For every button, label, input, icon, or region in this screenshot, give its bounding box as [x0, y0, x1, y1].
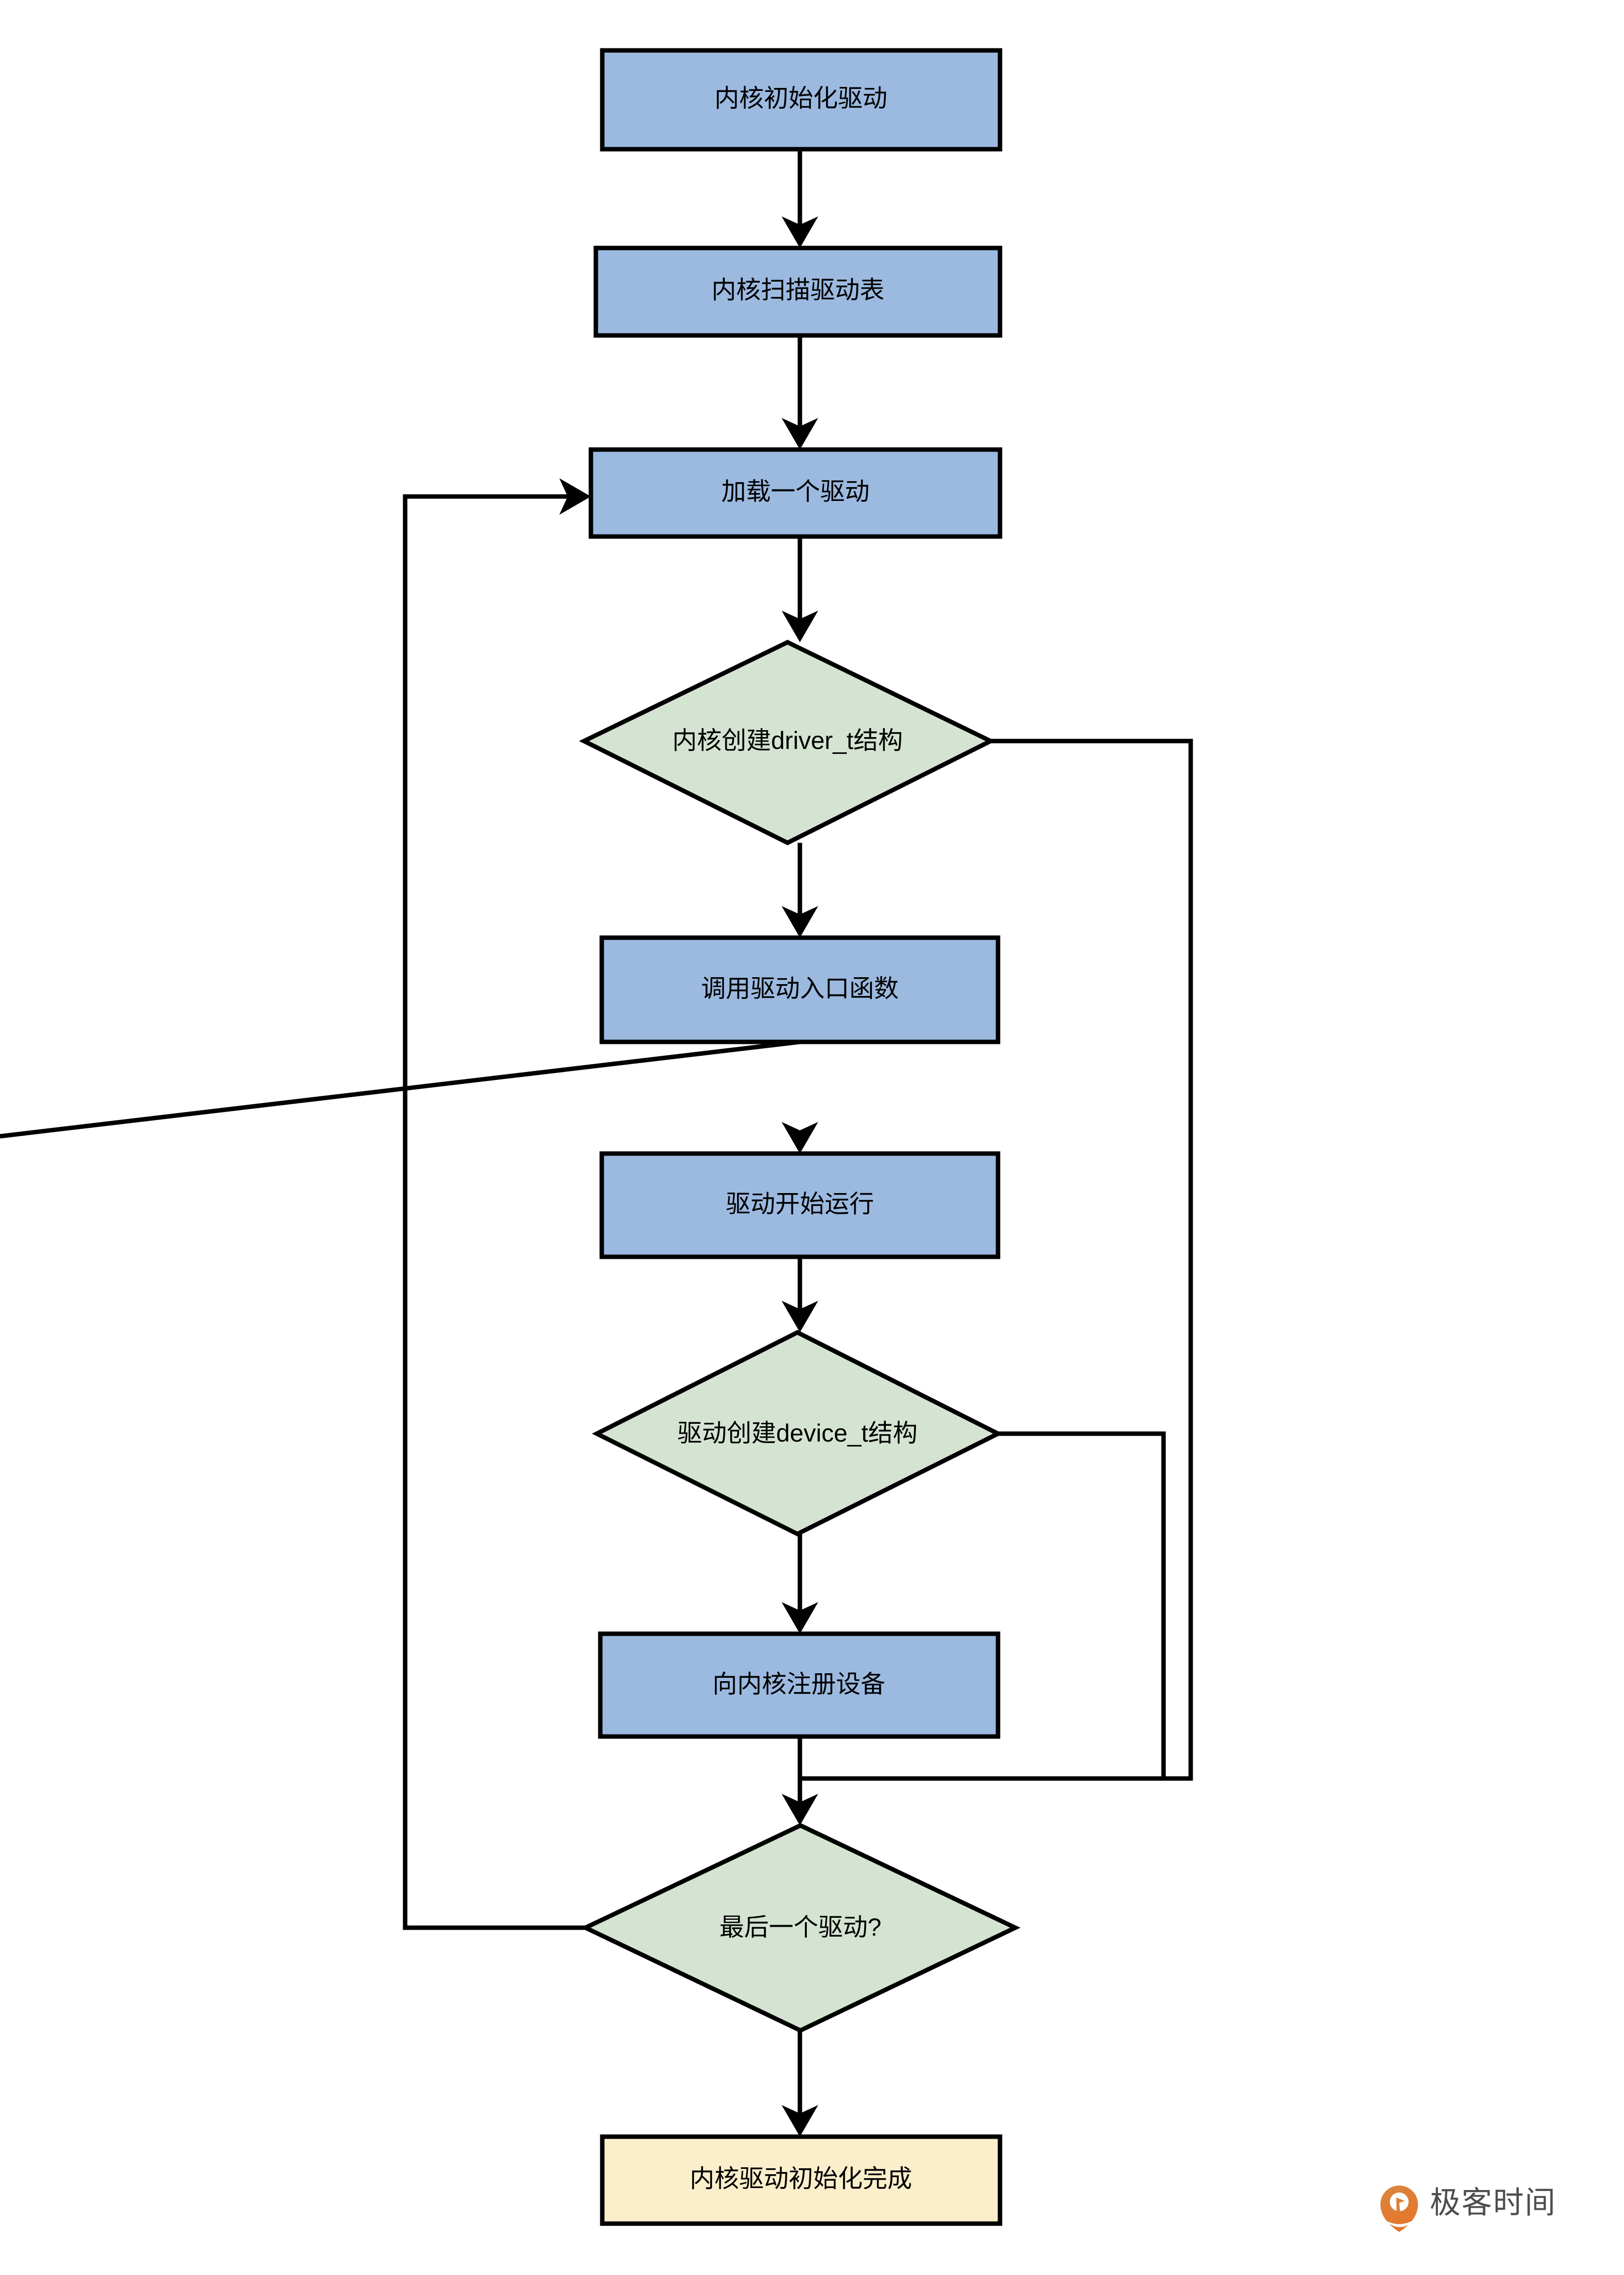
- edge-n1-n2: [782, 149, 818, 248]
- edge-n8-n9: [782, 1737, 818, 1825]
- node-n6-label: 驱动开始运行: [726, 1190, 874, 1218]
- node-n6-driver-start-running[interactable]: 驱动开始运行: [599, 1151, 1000, 1259]
- edge-n3-n4: [782, 537, 818, 642]
- edge-n4-bypass-right: [800, 739, 1193, 1781]
- node-n7-label: 驱动创建device_t结构: [677, 1419, 917, 1447]
- edge-n7-n8: [782, 1534, 818, 1634]
- node-n10-kernel-driver-init-complete[interactable]: 内核驱动初始化完成: [600, 2134, 1002, 2226]
- node-n3-load-one-driver[interactable]: 加载一个驱动: [588, 447, 1002, 539]
- node-n9-label: 最后一个驱动?: [719, 1913, 881, 1941]
- edge-n2-n3: [782, 335, 818, 450]
- node-n9-last-driver-question[interactable]: 最后一个驱动?: [580, 1823, 1021, 2033]
- edge-n9-loopback-n3: [403, 478, 591, 1930]
- node-n8-label: 向内核注册设备: [712, 1670, 885, 1698]
- geektime-drop-logo-icon: [1380, 2186, 1418, 2232]
- edge-n5-n6: [0, 1039, 818, 1154]
- node-n4-kernel-create-driver-t[interactable]: 内核创建driver_t结构: [579, 639, 996, 846]
- edge-n7-bypass-right: [998, 1431, 1166, 1779]
- node-n5-call-driver-entry-function[interactable]: 调用驱动入口函数: [599, 935, 1000, 1044]
- edge-n6-n7: [782, 1257, 818, 1332]
- node-n1-label: 内核初始化驱动: [714, 84, 887, 112]
- node-n1-kernel-init-driver[interactable]: 内核初始化驱动: [600, 48, 1002, 152]
- node-n8-register-device-to-kernel[interactable]: 向内核注册设备: [598, 1631, 1000, 1739]
- node-n2-label: 内核扫描驱动表: [711, 276, 884, 304]
- node-n10-label: 内核驱动初始化完成: [690, 2165, 912, 2192]
- node-n5-label: 调用驱动入口函数: [701, 975, 899, 1002]
- edge-n9-n10: [782, 2030, 818, 2137]
- node-n3-label: 加载一个驱动: [721, 478, 870, 505]
- edge-n4-n5: [782, 843, 818, 938]
- node-n2-kernel-scan-driver-table[interactable]: 内核扫描驱动表: [593, 246, 1002, 338]
- node-n4-label: 内核创建driver_t结构: [672, 727, 903, 754]
- watermark-brand-text: 极客时间: [1430, 2186, 1556, 2220]
- watermark: 极客时间: [1380, 2186, 1556, 2232]
- node-n7-driver-create-device-t[interactable]: 驱动创建device_t结构: [591, 1329, 1003, 1537]
